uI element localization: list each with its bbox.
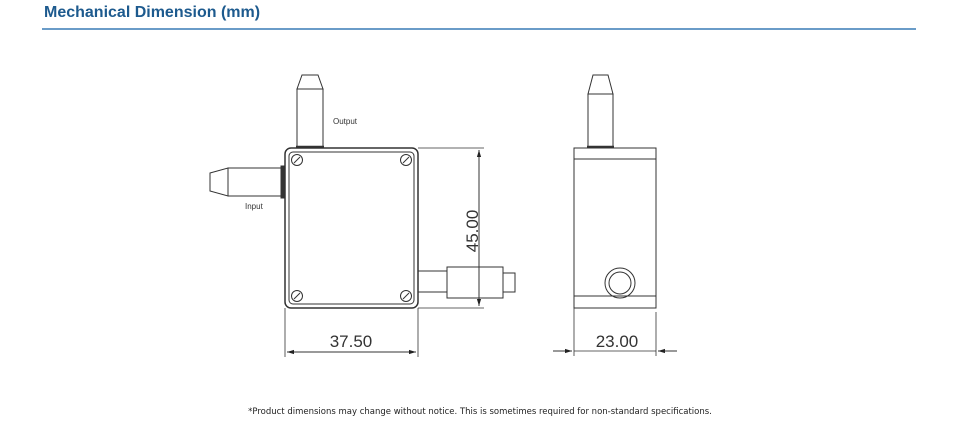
front-view bbox=[209, 74, 516, 357]
height-dimension-value: 45.00 bbox=[463, 210, 482, 253]
input-label: Input bbox=[245, 202, 264, 211]
depth-dimension bbox=[553, 308, 677, 356]
depth-dimension-value: 23.00 bbox=[596, 332, 639, 351]
side-view bbox=[553, 74, 677, 356]
width-dimension-value: 37.50 bbox=[330, 332, 373, 351]
electrical-connector bbox=[417, 266, 516, 299]
input-port bbox=[209, 165, 286, 199]
width-dimension bbox=[284, 308, 419, 357]
output-port bbox=[296, 74, 324, 149]
title-divider bbox=[42, 28, 916, 30]
page-title: Mechanical Dimension (mm) bbox=[44, 4, 261, 21]
housing bbox=[284, 147, 419, 309]
footnote: *Product dimensions may change without n… bbox=[248, 407, 712, 417]
screw-icons bbox=[291, 154, 412, 302]
output-label: Output bbox=[333, 117, 358, 126]
height-dimension bbox=[418, 147, 484, 309]
